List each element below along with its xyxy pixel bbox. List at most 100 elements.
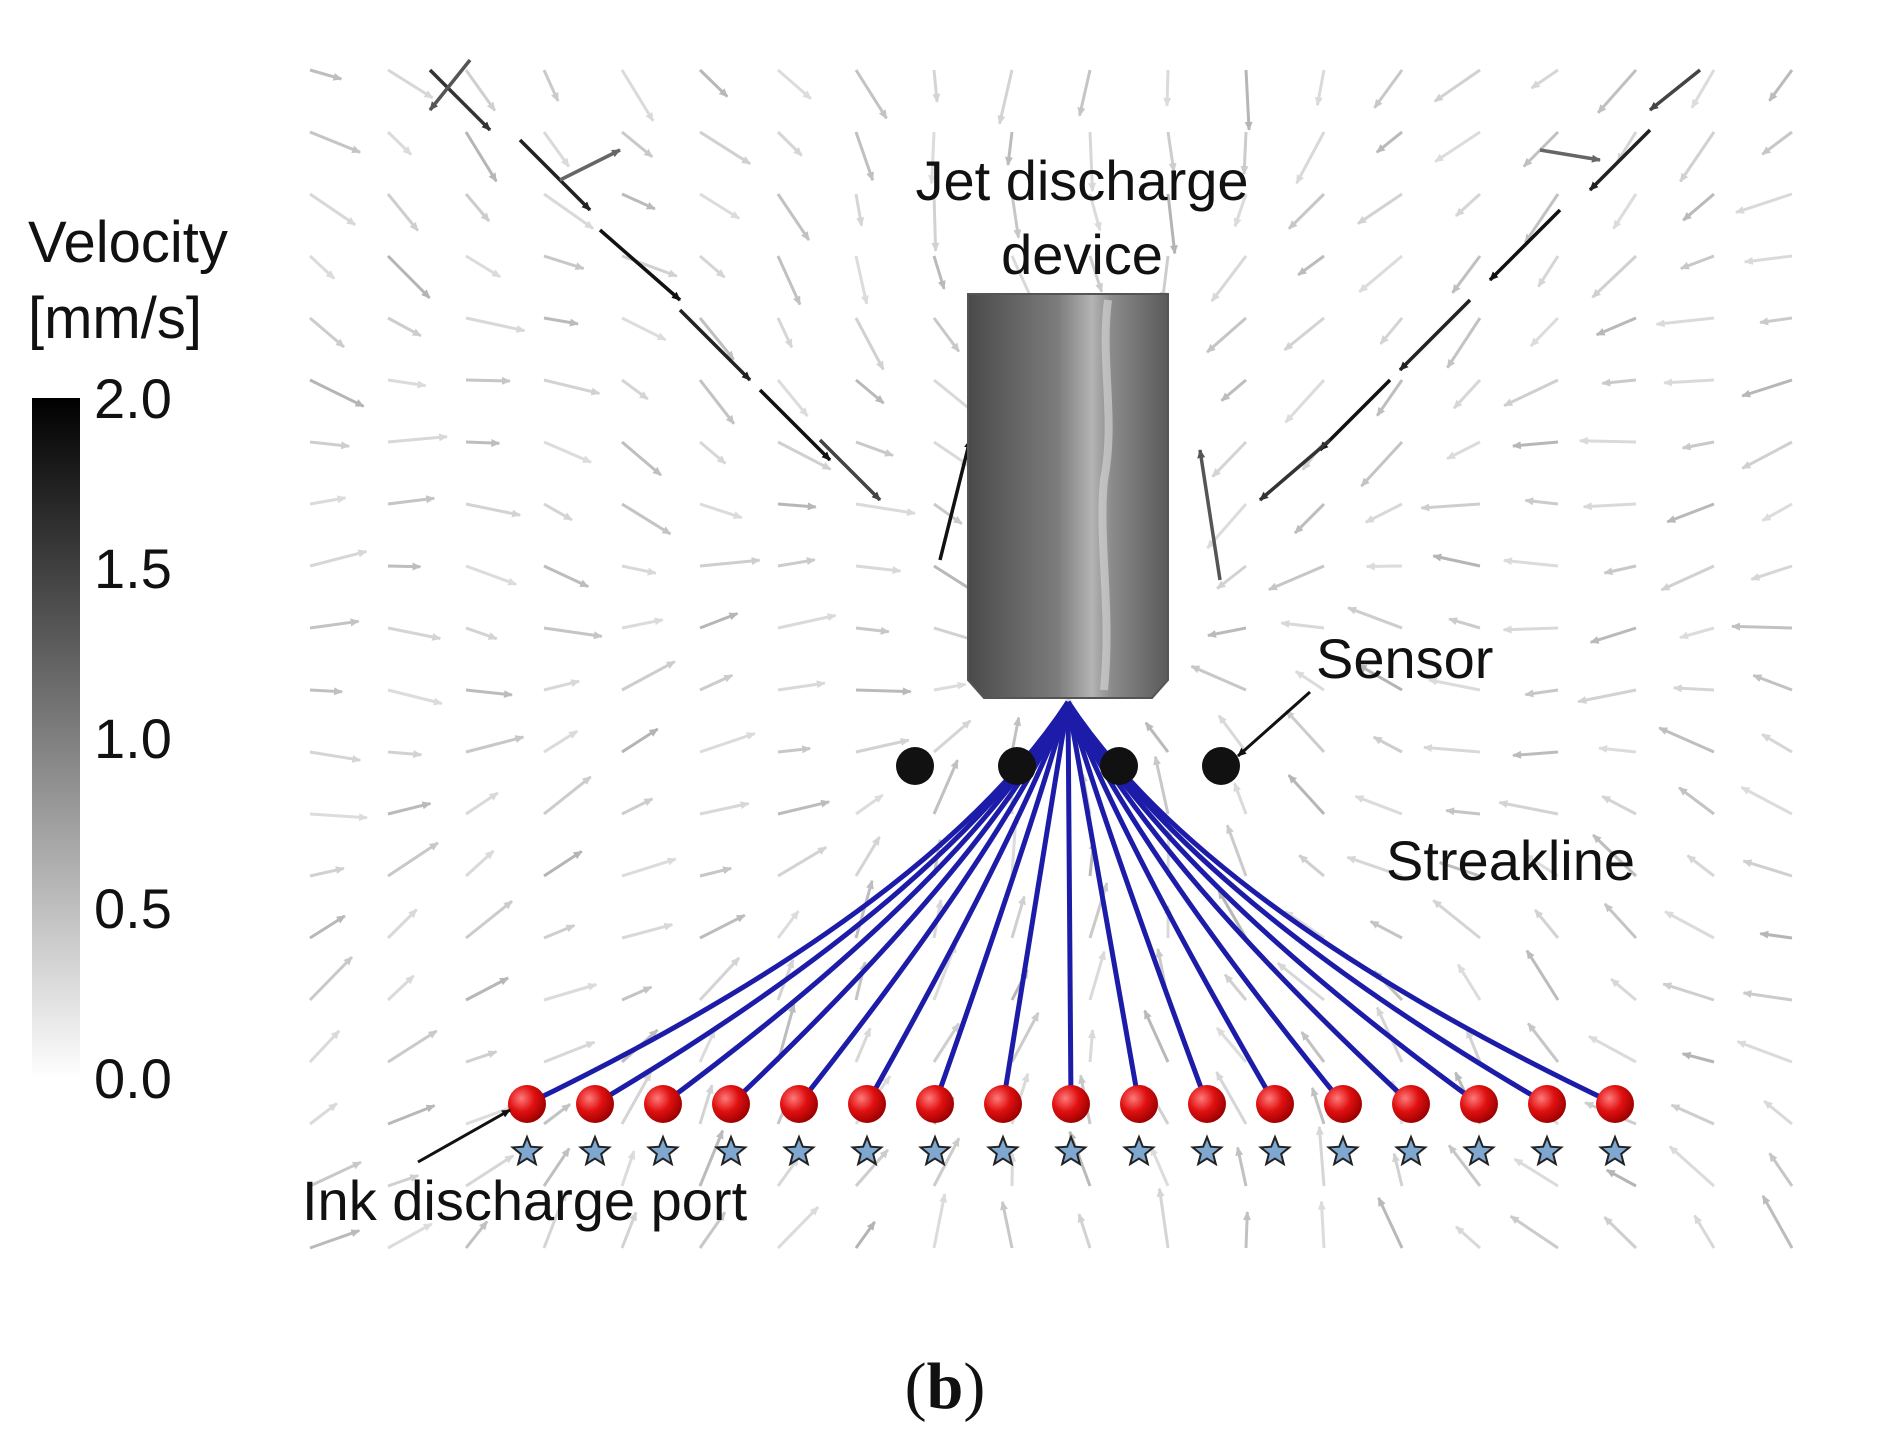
velocity-arrow-icon: [465, 502, 522, 518]
velocity-arrow-icon: [699, 913, 746, 940]
velocity-arrow-icon: [543, 924, 576, 940]
velocity-arrow-icon: [1679, 254, 1715, 270]
velocity-arrow-icon: [465, 1050, 498, 1064]
velocity-arrow-icon: [699, 556, 761, 568]
velocity-arrow-icon: [1207, 626, 1247, 638]
velocity-arrow-icon: [518, 138, 592, 212]
velocity-arrow-icon: [1525, 949, 1560, 1001]
ink-port-marker-icon: [576, 1085, 614, 1123]
velocity-arrow-icon: [1761, 1194, 1794, 1249]
velocity-arrow-icon: [1663, 378, 1715, 387]
velocity-arrow-icon: [621, 130, 654, 159]
colorbar-title-line2: [mm/s]: [28, 286, 202, 351]
velocity-arrow-icon: [465, 688, 513, 699]
velocity-arrow-icon: [465, 976, 509, 1002]
panel-label-close: ): [963, 1350, 985, 1423]
velocity-arrow-icon: [1377, 1196, 1404, 1249]
velocity-arrow-icon: [1364, 502, 1403, 524]
star-marker-icon: [510, 1134, 544, 1167]
velocity-arrow-icon: [428, 68, 492, 132]
velocity-arrow-icon: [543, 850, 583, 878]
velocity-arrow-icon: [1662, 982, 1715, 1002]
velocity-arrow-icon: [1217, 889, 1248, 939]
velocity-arrow-icon: [1498, 800, 1559, 816]
velocity-arrow-icon: [1149, 1146, 1170, 1187]
velocity-arrow-icon: [1763, 1099, 1793, 1126]
velocity-arrow-icon: [428, 58, 472, 112]
ink-port-marker-icon: [1188, 1085, 1226, 1123]
velocity-arrow-icon: [1215, 1071, 1248, 1125]
velocity-arrow-icon: [309, 378, 365, 408]
velocity-arrow-icon: [309, 1229, 361, 1250]
velocity-arrow-icon: [465, 376, 511, 385]
velocity-arrow-icon: [1357, 663, 1403, 692]
ink-port-marker-icon: [1392, 1085, 1430, 1123]
velocity-arrow-icon: [542, 1147, 571, 1187]
velocity-arrow-icon: [1693, 1214, 1716, 1249]
star-marker-icon: [646, 1134, 680, 1167]
velocity-arrow-icon: [1010, 1011, 1040, 1063]
velocity-arrow-icon: [777, 440, 832, 471]
velocity-arrow-icon: [698, 1029, 717, 1063]
velocity-arrow-icon: [387, 841, 439, 878]
velocity-arrow-icon: [932, 943, 957, 1001]
sensor-label: Sensor: [1316, 627, 1493, 690]
velocity-arrow-icon: [1759, 316, 1793, 326]
velocity-arrow-icon: [465, 1104, 517, 1126]
velocity-arrow-icon: [777, 502, 817, 511]
velocity-arrow-icon: [1537, 255, 1560, 288]
velocity-arrow-icon: [1455, 1225, 1481, 1250]
velocity-arrow-icon: [621, 857, 677, 878]
velocity-arrow-icon: [1243, 1211, 1252, 1249]
velocity-arrow-icon: [1315, 1125, 1326, 1187]
velocity-arrow-icon: [777, 799, 831, 816]
velocity-arrow-icon: [465, 254, 502, 279]
velocity-arrow-icon: [932, 1022, 961, 1063]
panel-label-letter: b: [927, 1350, 964, 1423]
velocity-arrow-icon: [932, 69, 941, 103]
velocity-arrow-icon: [543, 378, 601, 396]
star-marker-icon: [1054, 1134, 1088, 1167]
velocity-arrow-icon: [621, 727, 659, 754]
velocity-arrow-icon: [543, 1040, 596, 1064]
velocity-arrow-icon: [854, 1221, 876, 1249]
velocity-arrow-icon: [698, 1211, 727, 1249]
velocity-arrow-icon: [1503, 557, 1559, 568]
streakline: [593, 700, 1071, 1107]
velocity-arrow-icon: [1658, 726, 1715, 754]
velocity-arrow-icon: [1598, 744, 1637, 754]
velocity-arrow-icon: [1686, 854, 1715, 878]
velocity-arrow-icon: [1088, 950, 1106, 1001]
velocity-arrow-icon: [1153, 755, 1170, 815]
streakline: [797, 700, 1071, 1106]
velocity-arrow-icon: [1655, 316, 1715, 328]
velocity-arrow-icon: [543, 192, 594, 230]
velocity-arrow-icon: [309, 1102, 338, 1126]
colorbar-title-line1: Velocity: [28, 210, 228, 275]
velocity-arrow-icon: [543, 775, 592, 816]
velocity-vector-field: [308, 68, 1794, 1250]
velocity-arrow-icon: [542, 1191, 567, 1249]
velocity-arrow-icon: [387, 495, 436, 506]
streakline: [1065, 701, 1278, 1106]
velocity-arrow-icon: [387, 626, 442, 641]
ink-port-marker-icon: [1120, 1085, 1158, 1123]
velocity-arrow-icon: [855, 687, 912, 696]
ink-port-marker-icon: [508, 1085, 546, 1123]
ink-discharge-ports: [508, 1085, 1634, 1167]
velocity-arrow-icon: [698, 379, 736, 425]
velocity-arrow-icon: [1346, 855, 1403, 878]
velocity-arrow-icon: [776, 130, 803, 157]
velocity-arrow-icon: [854, 1027, 872, 1063]
velocity-arrow-icon: [386, 908, 418, 940]
sensor-dot-icon: [1100, 747, 1138, 785]
velocity-arrow-icon: [1284, 378, 1326, 424]
velocity-arrow-icon: [1610, 977, 1637, 1002]
star-marker-icon: [1258, 1134, 1292, 1167]
velocity-arrow-icon: [818, 438, 882, 502]
velocity-arrow-icon: [854, 836, 881, 877]
velocity-arrow-icon: [698, 317, 735, 361]
velocity-arrow-icon: [1223, 973, 1248, 1001]
velocity-arrow-icon: [1293, 502, 1326, 535]
velocity-arrow-icon: [621, 660, 676, 692]
